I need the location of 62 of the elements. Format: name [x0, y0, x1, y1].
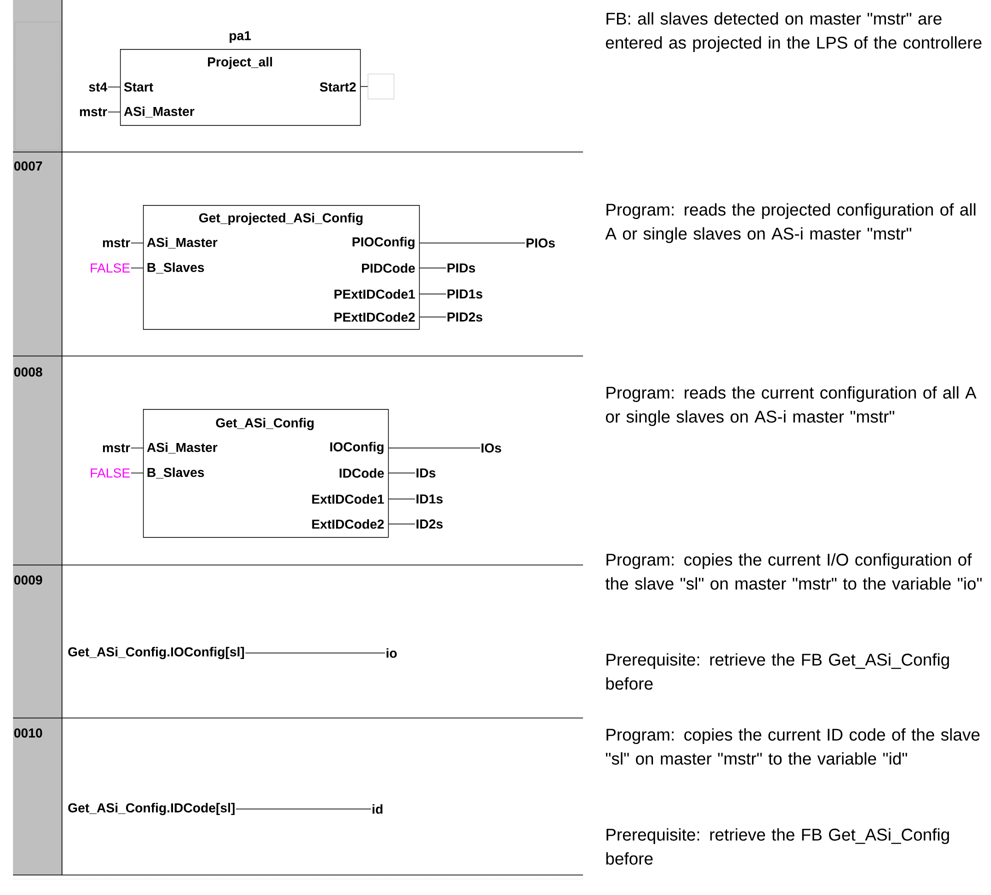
pin-label: IDCode: [340, 468, 384, 478]
variable-label: PID2s: [448, 312, 482, 322]
variable-label: st4: [88, 82, 108, 92]
instance-name: pa1: [230, 31, 251, 43]
pin-label: B_Slaves: [148, 468, 204, 478]
pin-label: PIOConfig: [352, 236, 414, 250]
row-number: 0008: [14, 367, 42, 377]
variable-label: PIDs: [448, 263, 476, 273]
variable-label: mstr: [103, 238, 130, 248]
block-title: Get_ASi_Config: [216, 418, 314, 430]
pin-label: Start: [124, 82, 154, 92]
variable-label: mstr: [80, 108, 108, 116]
variable-label: FALSE: [90, 263, 130, 273]
connection-line: [108, 86, 120, 88]
connection-line: [419, 316, 446, 318]
pin-label: PExtIDCode1: [334, 289, 415, 299]
pin-label: ExtIDCode2: [312, 519, 384, 529]
variable-label: Get_ASi_Config.IOConfig[sl]: [68, 646, 244, 660]
variable-label: ID2s: [416, 519, 443, 529]
variable-label: FALSE: [90, 468, 130, 478]
pin-label: Start2: [320, 82, 356, 92]
connection-line: [360, 86, 368, 87]
description-text: FB: all slaves detected on master "mstr" are entered as projected in the LPS of the controllere: [606, 12, 982, 52]
pin-label: ASi_Master: [147, 442, 218, 454]
description-text: Program: reads the current configuration of all A or single slaves on AS-i master "mstr": [606, 386, 976, 426]
variable-label: id: [372, 804, 382, 814]
row-number: 0010: [14, 728, 42, 738]
pin-label: B_Slaves: [148, 262, 204, 274]
variable-label: IDs: [416, 468, 436, 478]
block-title: Get_projected_ASi_Config: [199, 212, 362, 226]
connection-line: [245, 652, 386, 654]
function-block: [143, 205, 420, 330]
pin-label: ASi_Master: [124, 106, 194, 118]
pin-label: ExtIDCode1: [312, 494, 384, 504]
row-number: 0009: [14, 575, 42, 585]
pin-label: IOConfig: [330, 442, 384, 454]
function-block: [120, 31, 361, 126]
connection-line: [236, 808, 372, 810]
connection-line: [419, 242, 526, 244]
connection-line: [388, 498, 416, 500]
variable-label: mstr: [103, 444, 130, 452]
description-text: Program: copies the current ID code of the slave "sl" on master "mstr" to the variable "id": [606, 728, 980, 765]
variable-label: ID1s: [416, 494, 443, 504]
variable-label: IOs: [482, 443, 502, 453]
description-text: Prerequisite: retrieve the FB Get_ASi_Config before: [606, 653, 949, 690]
pin-label: ASi_Master: [147, 238, 218, 248]
connection-line: [130, 242, 144, 244]
variable-label: Get_ASi_Config.IDCode[sl]: [68, 802, 235, 816]
pin-label: PIDCode: [362, 263, 415, 273]
output-placeholder: [368, 74, 394, 100]
description-text: Program: reads the projected configuration of all A or single slaves on AS-i master "mstr": [605, 203, 976, 244]
pin-label: PExtIDCode2: [334, 312, 415, 322]
connection-line: [130, 472, 144, 474]
block-title: Project_all: [208, 56, 272, 70]
description-text: Program: copies the current I/O configuration of the slave "sl" on master "mstr" to the variable "io": [605, 553, 982, 590]
variable-label: io: [386, 648, 397, 658]
variable-label: PIOs: [526, 238, 555, 248]
connection-line: [388, 472, 416, 474]
row-number: 0007: [14, 161, 42, 171]
description-text: Prerequisite: retrieve the FB Get_ASi_Config before: [606, 828, 949, 865]
variable-label: PID1s: [448, 289, 482, 299]
function-block: [143, 409, 389, 538]
